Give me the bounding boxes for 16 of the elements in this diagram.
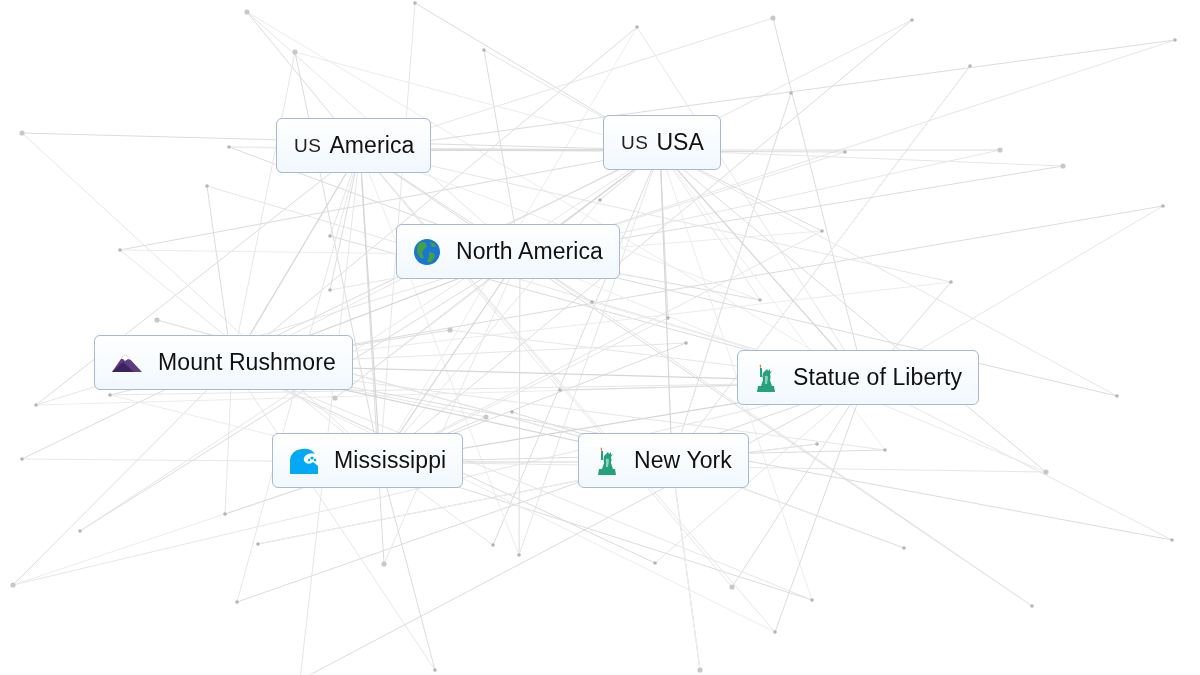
item-tile: [737, 350, 980, 405]
item-tile: [603, 115, 721, 170]
item-tile: [272, 433, 464, 488]
flag-letters: US: [294, 134, 322, 157]
item-tile: [578, 433, 749, 488]
flag-letters: US: [621, 131, 649, 154]
item-name: Statue of Liberty: [793, 364, 963, 391]
item-name: Mississippi: [334, 447, 447, 474]
item-name: North America: [456, 238, 603, 265]
item-name: New York: [634, 447, 732, 474]
item-tile: [276, 118, 432, 173]
item-tile: [94, 335, 353, 390]
item-name: Mount Rushmore: [158, 349, 336, 376]
item-name: America: [329, 132, 415, 159]
item-tile: [396, 224, 620, 279]
item-name: USA: [656, 129, 704, 156]
